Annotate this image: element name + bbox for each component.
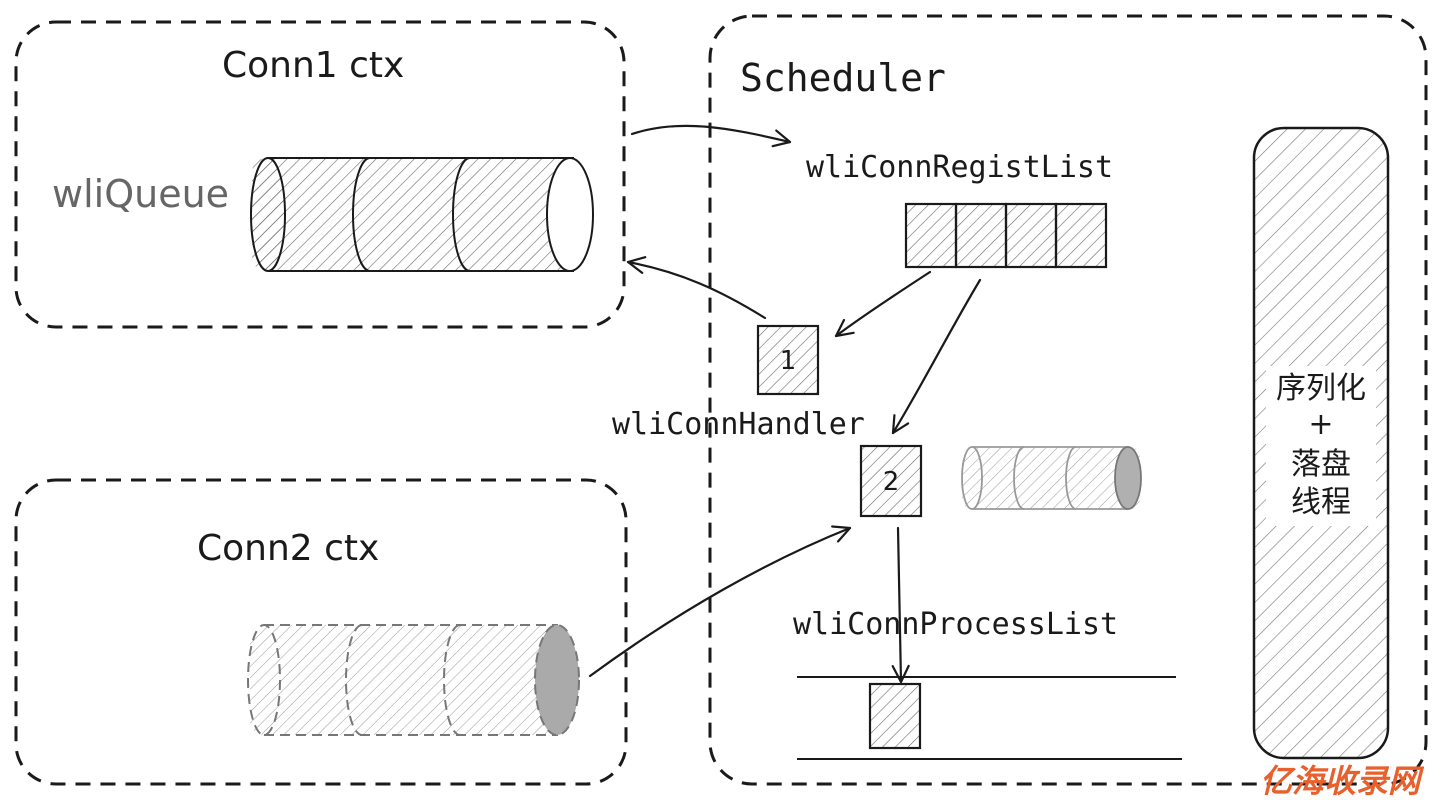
conn1-context: Conn1 ctx wliQueue <box>14 20 626 329</box>
wliqueue-cylinder-cap <box>546 157 594 272</box>
handler-box-1-label: 1 <box>780 346 797 376</box>
watermark: 亿海收录网 <box>1260 762 1425 800</box>
scheduler: Scheduler wliConnRegistList 1 wliConnHan… <box>612 14 1428 786</box>
conn1-context-frame <box>14 20 626 329</box>
process-list <box>797 676 1182 760</box>
regist-list-slot <box>1004 202 1058 269</box>
arrow-regist-to-box2 <box>891 278 982 435</box>
regist-list-slot <box>1054 202 1108 269</box>
thread-label-line1: 序列化 <box>1276 371 1366 406</box>
scheduler-title: Scheduler <box>740 56 946 100</box>
serialize-persist-thread: 序列化 + 落盘 线程 <box>1252 126 1390 760</box>
conn1-title: Conn1 ctx <box>222 45 404 86</box>
wliqueue-cylinder <box>250 157 594 272</box>
regist-list-label: wliConnRegistList <box>806 150 1113 185</box>
regist-list-slot <box>954 202 1008 269</box>
arrow-regist-to-box1 <box>834 270 932 338</box>
process-list-slot <box>868 682 922 750</box>
thread-label-line4: 线程 <box>1291 485 1351 520</box>
arrows <box>588 124 982 684</box>
handler-label: wliConnHandler <box>612 407 865 442</box>
arrow-conn2-to-box2 <box>588 525 852 678</box>
process-list-label: wliConnProcessList <box>793 607 1118 642</box>
conn2-queue-cylinder-cap <box>534 624 580 736</box>
regist-list-slot <box>904 202 958 269</box>
handler-box-2-label: 2 <box>883 467 900 497</box>
thread-label-line2: + <box>1308 407 1333 442</box>
wliqueue-label: wliQueue <box>52 172 229 216</box>
arrow-box2-to-process-list <box>891 526 910 684</box>
conn2-context-frame <box>14 478 628 786</box>
handler-box-2: 2 <box>859 444 923 518</box>
thread-label-line3: 落盘 <box>1291 447 1351 482</box>
arrow-box1-to-conn1 <box>626 256 767 320</box>
scheduler-queue-cylinder-cap <box>1114 446 1142 510</box>
conn2-queue-cylinder <box>247 624 580 736</box>
conn2-context: Conn2 ctx <box>14 478 628 786</box>
scheduler-frame <box>708 14 1428 786</box>
handler-box-1: 1 <box>756 324 820 396</box>
scheduler-queue-cylinder <box>961 446 1142 510</box>
regist-list <box>904 202 1108 269</box>
conn2-title: Conn2 ctx <box>197 528 379 569</box>
arrow-conn1-to-regist-list <box>630 124 792 148</box>
